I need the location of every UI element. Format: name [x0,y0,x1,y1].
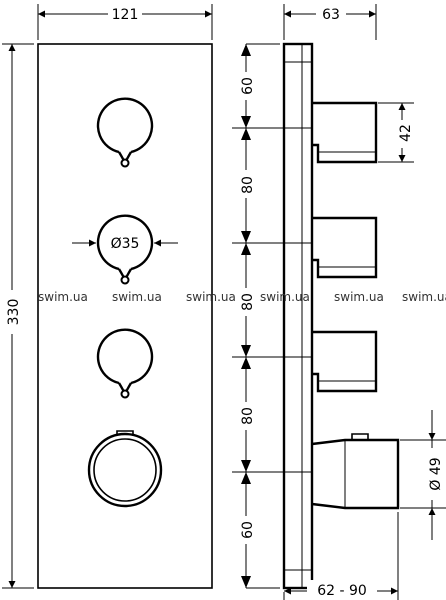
watermark-4: swim.ua [260,290,310,304]
width-label: 121 [112,7,139,23]
spacing-label-1: 60 [240,77,256,95]
diameter-label: Ø35 [111,236,140,252]
depth-label: 63 [322,7,340,23]
side-handle-3 [312,330,378,393]
watermark-3: swim.ua [186,290,236,304]
height-label: 330 [6,299,22,326]
knob-diameter-label: Ø 49 [428,457,444,490]
control-knob-2: Ø35 [72,214,178,285]
front-plate [37,43,213,589]
chain-arrowheads [241,44,251,588]
side-thermostat [311,433,400,510]
side-handle-2 [312,216,378,279]
spacing-label-4: 80 [240,407,256,425]
front-view: 121 330 Ø35 [2,4,213,589]
side-plate [282,42,314,590]
spacing-label-5: 60 [240,521,256,539]
control-knob-3 [96,328,154,399]
thermostat-knob [87,430,163,508]
watermark-2: swim.ua [112,290,162,304]
spacing-label-2: 80 [240,176,256,194]
handle-height-label: 42 [398,124,414,142]
watermark-5: swim.ua [334,290,384,304]
side-handle-1 [312,101,378,164]
watermark-1: swim.ua [38,290,88,304]
spacing-label-3: 80 [240,293,256,311]
watermark-row: swim.ua swim.ua swim.ua swim.ua swim.ua … [38,290,446,304]
side-view: 63 [232,4,446,600]
projection-label: 62 - 90 [317,583,367,599]
control-knob-1 [96,97,154,168]
watermark-6: swim.ua [402,290,446,304]
